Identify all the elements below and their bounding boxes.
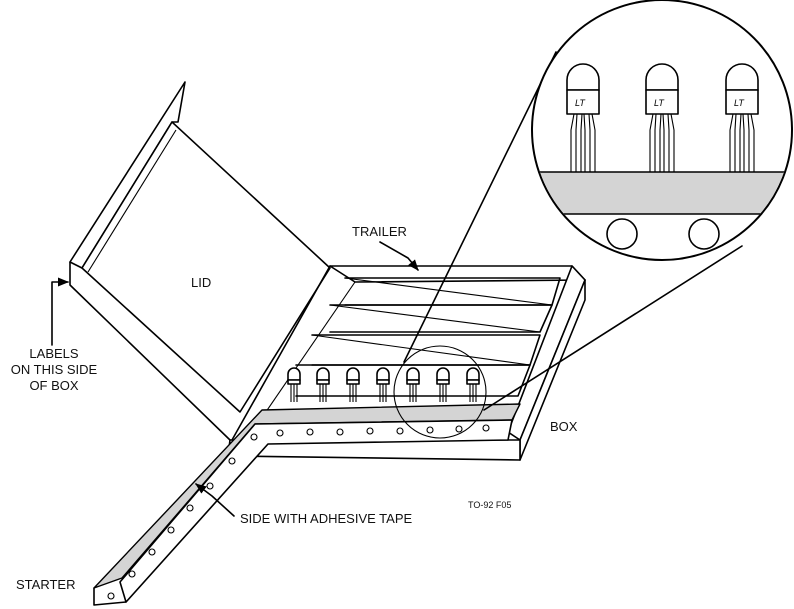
transistor xyxy=(406,367,420,402)
tape-strip xyxy=(93,403,521,606)
lid-panel xyxy=(81,121,331,413)
box-back-rim xyxy=(329,265,586,283)
trailer-arrow xyxy=(379,241,419,271)
magnified-transistor: LT xyxy=(566,63,600,172)
box-left-edge xyxy=(231,265,331,441)
transistor xyxy=(287,367,301,402)
box-transistors xyxy=(287,367,480,402)
magnify-line-upper xyxy=(403,51,557,363)
svg-text:LT: LT xyxy=(654,98,665,108)
lid-label: LID xyxy=(191,275,211,290)
lid xyxy=(69,81,331,441)
sprocket-holes xyxy=(107,424,490,600)
figure-code: TO-92 F05 xyxy=(468,500,511,510)
tape-layers xyxy=(295,277,561,397)
labels-side-line-3: OF BOX xyxy=(29,378,78,393)
labels-side-line-1: LABELS xyxy=(29,346,78,361)
magnified-tape xyxy=(533,171,791,215)
lid-edge xyxy=(69,261,231,441)
magnified-sprocket-hole xyxy=(606,218,638,250)
detail-source-circle xyxy=(393,345,487,439)
transistor xyxy=(466,367,480,402)
svg-text:LT: LT xyxy=(575,98,586,108)
tape-fold-4 xyxy=(295,364,531,397)
carrier-tape xyxy=(119,419,513,603)
svg-text:LT: LT xyxy=(734,98,745,108)
magnified-view: LT LT LT xyxy=(531,0,793,261)
magnified-transistor: LT xyxy=(725,63,759,172)
box xyxy=(227,265,586,461)
tape-fold-2 xyxy=(329,304,553,333)
magnified-sprocket-hole xyxy=(688,218,720,250)
transistor xyxy=(316,367,330,402)
box-label: BOX xyxy=(550,419,578,434)
magnify-line-lower xyxy=(483,245,743,411)
lid-inner-line xyxy=(87,129,177,273)
starter-label: STARTER xyxy=(16,577,75,592)
transistor xyxy=(346,367,360,402)
trailer-label: TRAILER xyxy=(352,224,407,239)
starter-end xyxy=(93,587,127,606)
transistor xyxy=(436,367,450,402)
labels-side-line-2: ON THIS SIDE xyxy=(11,362,98,377)
magnified-transistor: LT xyxy=(645,63,679,172)
labels-arrow xyxy=(51,277,70,346)
adhesive-arrow xyxy=(195,483,235,517)
lid-rim xyxy=(69,81,186,269)
adhesive-label: SIDE WITH ADHESIVE TAPE xyxy=(240,511,412,526)
transistor xyxy=(376,367,390,402)
